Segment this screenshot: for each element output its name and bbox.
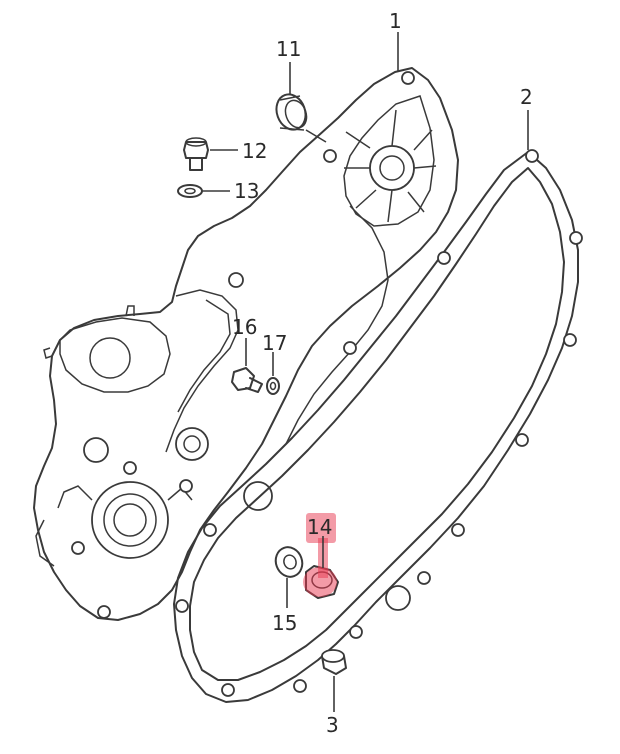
highlight-part-14-shape [303, 567, 337, 597]
oil-seal-part-11[interactable] [272, 90, 311, 133]
callout-13: 13 [234, 179, 259, 203]
callout-3: 3 [326, 713, 339, 737]
callout-1: 1 [389, 9, 402, 33]
callout-15: 15 [272, 611, 297, 635]
dowel-pin-part-3[interactable] [321, 649, 347, 675]
washer-part-15[interactable] [272, 543, 307, 580]
callout-2: 2 [520, 85, 533, 109]
callout-16: 16 [232, 315, 257, 339]
bolt-part-16[interactable] [231, 367, 263, 393]
callout-11: 11 [276, 37, 301, 61]
gasket-part-2[interactable] [173, 149, 583, 703]
washer-part-17[interactable] [266, 377, 280, 395]
callout-12: 12 [242, 139, 267, 163]
washer-part-13[interactable] [177, 184, 203, 198]
callout-14: 14 [307, 515, 332, 539]
bolt-part-12[interactable] [183, 137, 209, 171]
clutch-cover-part-1[interactable] [33, 67, 459, 621]
leader-lines [202, 32, 529, 712]
highlight-part-14-label-box [306, 513, 336, 543]
callout-17: 17 [262, 331, 287, 355]
callout-labels: 1 2 3 11 12 13 14 15 16 17 [232, 9, 533, 737]
